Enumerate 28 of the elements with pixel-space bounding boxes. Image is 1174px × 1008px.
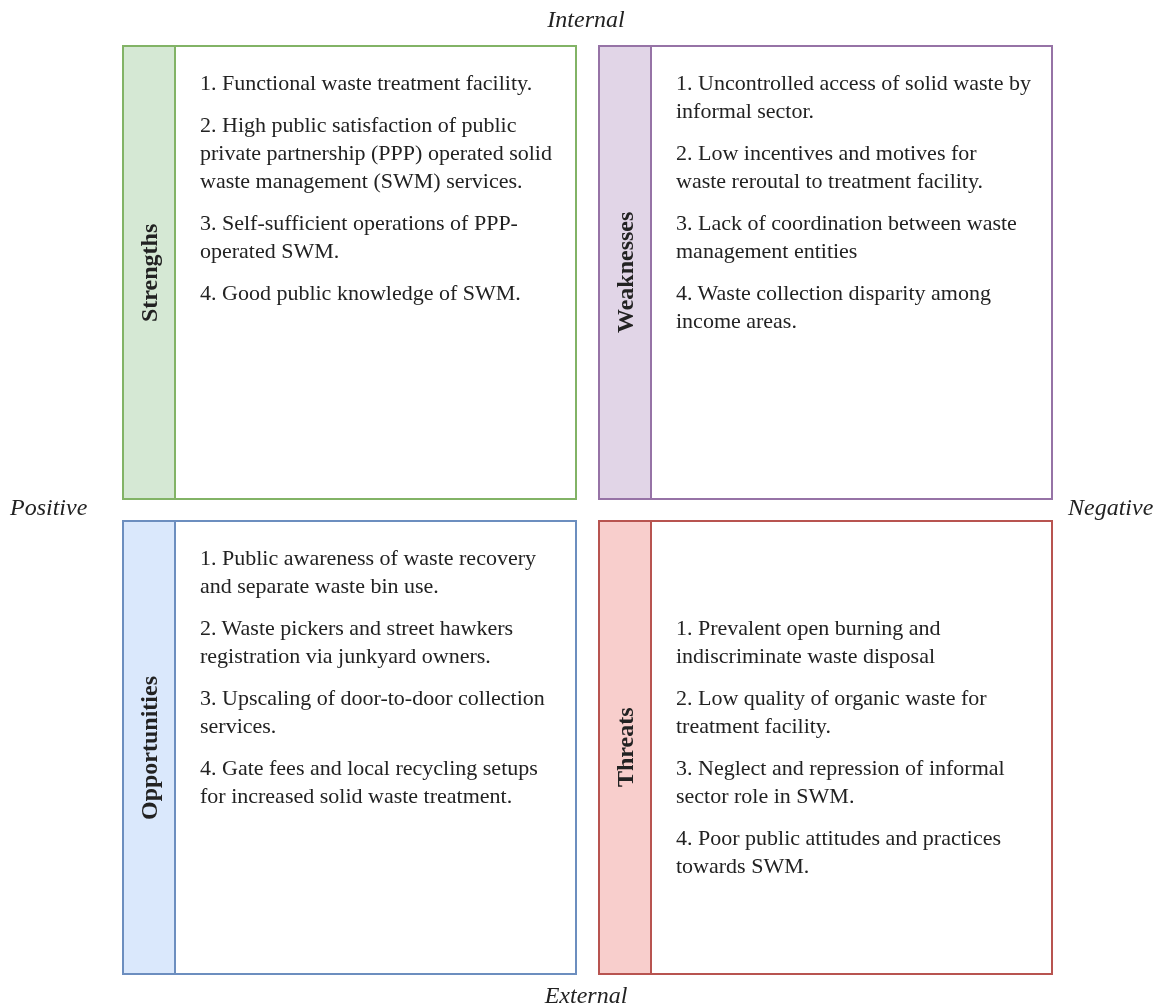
list-item: 1. Public awareness of waste recovery and separate waste bin use. bbox=[200, 544, 537, 600]
heading-band: Opportunities bbox=[124, 522, 176, 973]
quadrant-box bbox=[122, 45, 577, 500]
axis-label: External bbox=[544, 982, 628, 1008]
list-item: 3. Lack of coordination between waste management entities bbox=[676, 209, 1018, 265]
quadrant-box bbox=[598, 520, 1053, 975]
list-item: 3. Neglect and repression of informal sector role in SWM. bbox=[676, 753, 1006, 810]
quadrant-box bbox=[598, 45, 1053, 500]
list-item: 4. Good public knowledge of SWM. bbox=[200, 279, 522, 307]
heading-band: Threats bbox=[600, 522, 652, 973]
heading-band: Weaknesses bbox=[600, 47, 652, 498]
list-item: 1. Functional waste treatment facility. bbox=[200, 69, 534, 97]
list-item: 3. Upscaling of door-to-door collection services. bbox=[200, 684, 546, 740]
quadrant-box bbox=[122, 520, 577, 975]
list-item: 4. Waste collection disparity among income areas. bbox=[676, 279, 992, 335]
list-item: 2. Low quality of organic waste for treatment facility. bbox=[676, 683, 988, 740]
heading-band: Strengths bbox=[124, 47, 176, 498]
list-item: 4. Gate fees and local recycling setups for increased solid waste treatment. bbox=[200, 754, 539, 810]
list-item: 2. Low incentives and motives for waste reroutal to treatment facility. bbox=[676, 139, 985, 195]
list-item: 1. Uncontrolled access of solid waste by informal sector. bbox=[676, 69, 1031, 125]
list-item: 2. High public satisfaction of public private partnership (PPP) operated solid waste management (SWM) services. bbox=[200, 111, 553, 195]
axis-label: Positive bbox=[10, 494, 88, 521]
axis-label: Negative bbox=[1068, 494, 1154, 521]
list-item: 1. Prevalent open burning and indiscriminate waste disposal bbox=[676, 613, 942, 670]
list-item: 4. Poor public attitudes and practices towards SWM. bbox=[676, 823, 1003, 880]
list-item: 3. Self-sufficient operations of PPP-operated SWM. bbox=[200, 209, 519, 265]
axis-label: Internal bbox=[547, 6, 625, 33]
list-item: 2. Waste pickers and street hawkers registration via junkyard owners. bbox=[200, 614, 515, 670]
